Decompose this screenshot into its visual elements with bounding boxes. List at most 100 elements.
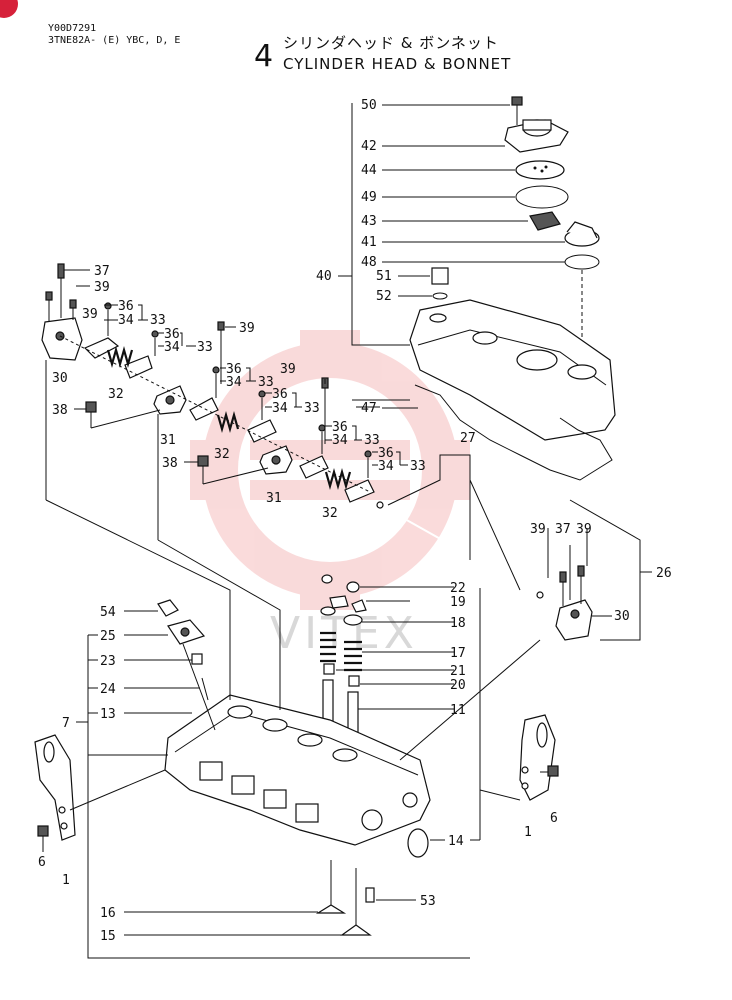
lifting-bracket-1-left xyxy=(34,734,76,852)
callout-43: 43 xyxy=(361,214,377,229)
plug-51 xyxy=(431,267,449,285)
title-english: CYLINDER HEAD & BONNET xyxy=(283,55,511,73)
rocker-support-30-right xyxy=(547,528,612,641)
callout-31-a: 31 xyxy=(160,433,176,448)
callout-34-f: 34 xyxy=(378,459,394,474)
corner-badge xyxy=(0,0,18,18)
callout-19: 19 xyxy=(450,595,466,610)
leaders-bonnet xyxy=(382,104,565,409)
callout-38-a: 38 xyxy=(52,403,68,418)
callout-36-f: 36 xyxy=(378,446,394,461)
callout-14: 14 xyxy=(448,834,464,849)
bonnet-cover-40 xyxy=(409,299,616,441)
cylinder-head-7 xyxy=(164,694,431,858)
rocker-arm-1 xyxy=(83,337,120,359)
leader-26 xyxy=(569,499,641,641)
callout-36-d: 36 xyxy=(272,387,288,402)
callout-44: 44 xyxy=(361,163,377,178)
callout-33-a: 33 xyxy=(150,313,166,328)
callout-23: 23 xyxy=(100,654,116,669)
callout-31-b: 31 xyxy=(266,491,282,506)
callout-33-c: 33 xyxy=(258,375,274,390)
title-japanese: シリンダヘッド & ボンネット xyxy=(283,34,499,52)
gasket-47 xyxy=(414,384,613,481)
callout-17: 17 xyxy=(450,646,466,661)
callout-33-d: 33 xyxy=(304,401,320,416)
callout-6-left: 6 xyxy=(38,855,46,870)
drawing-code: Y00D7291 xyxy=(48,23,96,34)
callout-32-b: 32 xyxy=(214,447,230,462)
callout-22: 22 xyxy=(450,581,466,596)
callout-11: 11 xyxy=(450,703,466,718)
oring-49 xyxy=(515,185,569,209)
callout-37-right: 37 xyxy=(555,522,571,537)
callout-34-b: 34 xyxy=(164,340,180,355)
callout-40: 40 xyxy=(316,269,332,284)
callout-34-c: 34 xyxy=(226,375,242,390)
callout-25: 25 xyxy=(100,629,116,644)
callout-30-left: 30 xyxy=(52,371,68,386)
callout-39-c: 39 xyxy=(280,362,296,377)
callout-32-a: 32 xyxy=(108,387,124,402)
callout-39-left-a: 39 xyxy=(94,280,110,295)
oil-filler-cap-41 xyxy=(564,221,600,247)
callout-51: 51 xyxy=(376,269,392,284)
screen-44 xyxy=(515,160,565,180)
washer-52 xyxy=(432,292,448,300)
callout-24: 24 xyxy=(100,682,116,697)
callout-26: 26 xyxy=(656,566,672,581)
lifting-bracket-1-right xyxy=(519,714,559,801)
callout-36-b: 36 xyxy=(164,327,180,342)
callout-7: 7 xyxy=(62,716,70,731)
callout-37-left: 37 xyxy=(94,264,110,279)
callout-54: 54 xyxy=(100,605,116,620)
thermostat-parts xyxy=(157,599,216,731)
callout-50: 50 xyxy=(361,98,377,113)
bonnet-assembly xyxy=(338,96,616,481)
callout-labels: 50 42 44 49 43 41 48 40 51 52 47 27 37 3… xyxy=(38,98,672,944)
rocker-spring-32c xyxy=(324,467,352,491)
rocker-arm-group xyxy=(41,263,375,540)
callout-21: 21 xyxy=(450,664,466,679)
callout-49: 49 xyxy=(361,190,377,205)
watermark-text: VITEX xyxy=(270,608,418,659)
baffle-43 xyxy=(529,211,561,231)
callout-16: 16 xyxy=(100,906,116,921)
callout-1-right: 1 xyxy=(524,825,532,840)
callout-47: 47 xyxy=(361,401,377,416)
callout-1-left: 1 xyxy=(62,873,70,888)
callout-36-c: 36 xyxy=(226,362,242,377)
callout-39-right-b: 39 xyxy=(576,522,592,537)
callout-13: 13 xyxy=(100,707,116,722)
valve-group xyxy=(315,574,481,936)
callout-48: 48 xyxy=(361,255,377,270)
model-code: 3TNE82A- (E) YBC, D, E xyxy=(48,35,180,46)
callout-15: 15 xyxy=(100,929,116,944)
callout-52: 52 xyxy=(376,289,392,304)
bolt-50 xyxy=(511,96,523,125)
callout-18: 18 xyxy=(450,616,466,631)
callout-30-right: 30 xyxy=(614,609,630,624)
callout-20: 20 xyxy=(450,678,466,693)
rocker-arm-4 xyxy=(247,419,277,443)
callout-41: 41 xyxy=(361,235,377,250)
callout-42: 42 xyxy=(361,139,377,154)
pushrod-27 xyxy=(376,454,544,599)
section-number: 4 xyxy=(254,39,273,74)
callout-39-left-b: 39 xyxy=(82,307,98,322)
callout-34-e: 34 xyxy=(332,433,348,448)
callout-38-b: 38 xyxy=(162,456,178,471)
callout-34-d: 34 xyxy=(272,401,288,416)
rocker-spring-32a xyxy=(106,345,134,369)
oring-48 xyxy=(564,254,600,270)
callout-34-a: 34 xyxy=(118,313,134,328)
leaders-rocker xyxy=(64,269,408,466)
rocker-arm-6 xyxy=(344,479,375,503)
breather-cover-42 xyxy=(504,119,569,153)
rocker-spring-32b xyxy=(216,410,240,434)
leaders-head xyxy=(45,499,541,959)
rocker-arm-5 xyxy=(299,455,329,479)
callout-32-c: 32 xyxy=(322,506,338,521)
